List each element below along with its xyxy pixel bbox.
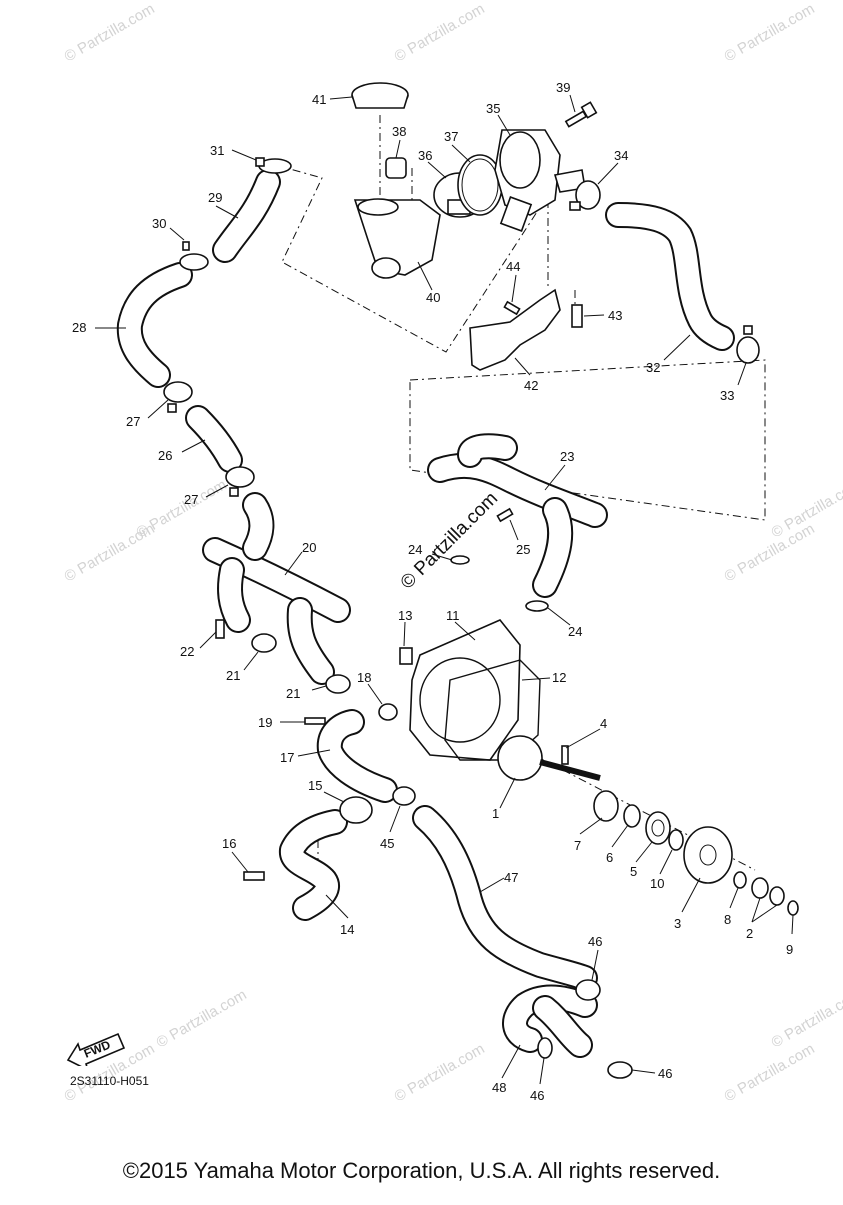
callout: 43 <box>608 308 622 323</box>
callout: 46 <box>588 934 602 949</box>
copyright-footer: ©2015 Yamaha Motor Corporation, U.S.A. A… <box>0 1158 843 1184</box>
watermark: © Partzilla.com <box>134 476 230 541</box>
callout: 42 <box>524 378 538 393</box>
callout: 36 <box>418 148 432 163</box>
callout: 27 <box>184 492 198 507</box>
callout: 3 <box>674 916 681 931</box>
callout: 23 <box>560 449 574 464</box>
callout: 15 <box>308 778 322 793</box>
callout: 37 <box>444 129 458 144</box>
watermark: © Partzilla.com <box>722 0 818 65</box>
callout: 44 <box>506 259 520 274</box>
callout: 26 <box>158 448 172 463</box>
callout: 25 <box>516 542 530 557</box>
callout: 2 <box>746 926 753 941</box>
callout: 14 <box>340 922 354 937</box>
callout: 47 <box>504 870 518 885</box>
callout: 11 <box>446 608 460 623</box>
callout: 9 <box>786 942 793 957</box>
callout: 46 <box>530 1088 544 1103</box>
callout: 1 <box>492 806 499 821</box>
callout: 21 <box>286 686 300 701</box>
callout: 24 <box>568 624 582 639</box>
watermark-layer: © Partzilla.com © Partzilla.com © Partzi… <box>62 0 843 1105</box>
callout: 17 <box>280 750 294 765</box>
callout: 34 <box>614 148 628 163</box>
callout: 20 <box>302 540 316 555</box>
callout: 21 <box>226 668 240 683</box>
callout: 46 <box>658 1066 672 1081</box>
watermark: © Partzilla.com <box>392 0 488 65</box>
callout: 19 <box>258 715 272 730</box>
callout: 45 <box>380 836 394 851</box>
callout: 6 <box>606 850 613 865</box>
callout: 7 <box>574 838 581 853</box>
callout: 8 <box>724 912 731 927</box>
callout: 40 <box>426 290 440 305</box>
callout: 24 <box>408 542 422 557</box>
callout: 31 <box>210 143 224 158</box>
callout: 38 <box>392 124 406 139</box>
callout: 12 <box>552 670 566 685</box>
watermark: © Partzilla.com <box>62 0 158 65</box>
callout: 29 <box>208 190 222 205</box>
watermark: © Partzilla.com <box>722 1040 818 1105</box>
callout: 48 <box>492 1080 506 1095</box>
diagram-code: 2S31110-H051 <box>70 1074 149 1088</box>
callout: 5 <box>630 864 637 879</box>
center-watermark: © Partzilla.com <box>397 488 502 593</box>
watermark: © Partzilla.com <box>154 986 250 1051</box>
fwd-arrow-icon: FWD <box>64 1020 128 1071</box>
callout: 32 <box>646 360 660 375</box>
callout: 39 <box>556 80 570 95</box>
callout: 22 <box>180 644 194 659</box>
callout: 16 <box>222 836 236 851</box>
watermark: © Partzilla.com <box>392 1040 488 1105</box>
hoses <box>130 182 722 1045</box>
callout: 27 <box>126 414 140 429</box>
callout: 10 <box>650 876 664 891</box>
callout: 33 <box>720 388 734 403</box>
callout: 13 <box>398 608 412 623</box>
callout: 35 <box>486 101 500 116</box>
callout: 41 <box>312 92 326 107</box>
callout: 4 <box>600 716 607 731</box>
callout: 18 <box>357 670 371 685</box>
callout: 28 <box>72 320 86 335</box>
callout: 30 <box>152 216 166 231</box>
